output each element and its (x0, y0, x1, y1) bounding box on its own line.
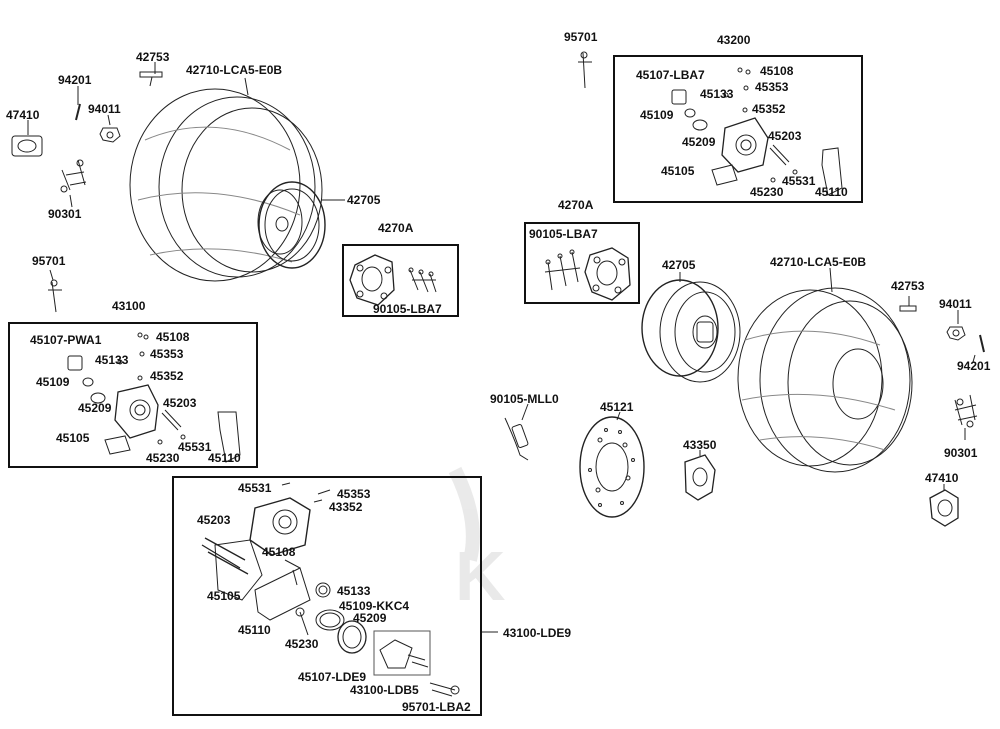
hub-left-box (342, 244, 459, 317)
label-valve-left: 42753 (136, 50, 170, 64)
label-hub-right-bolt: 90105-LBA7 (529, 227, 598, 241)
label-cl-11: 45110 (208, 451, 241, 465)
caliper-right-icon (671, 67, 843, 196)
label-bearing-left: 47410 (6, 108, 40, 122)
nut-right-icon (946, 326, 966, 341)
label-cr-0: 45107-LBA7 (636, 68, 705, 82)
cap-right-icon (979, 334, 985, 353)
label-detail-assembly: 43100-LDE9 (503, 626, 572, 640)
cap-icon (75, 103, 81, 121)
label-cap-right: 94201 (957, 359, 991, 373)
label-stud-right: 90301 (944, 446, 978, 460)
label-cl-7: 45203 (163, 396, 197, 410)
label-cd-3: 45203 (197, 513, 231, 527)
label-cap-left: 94201 (58, 73, 92, 87)
label-rim-left: 42705 (347, 193, 381, 207)
label-cr-7: 45209 (682, 135, 716, 149)
label-cl-2: 45133 (95, 353, 129, 367)
label-cl-9: 45531 (178, 440, 212, 454)
label-caliper-right-assembly: 43200 (717, 33, 751, 47)
label-cr-5: 45109 (640, 108, 674, 122)
label-cd-10: 45230 (285, 637, 319, 651)
bolt-right-icon (578, 51, 592, 89)
label-rim-right: 42705 (662, 258, 696, 272)
label-tire-left: 42710-LCA5-E0B (186, 63, 283, 77)
label-cl-5: 45352 (150, 369, 184, 383)
label-hub-left-assembly: 4270A (378, 221, 414, 235)
label-cr-2: 45133 (700, 87, 734, 101)
label-caliper-left-assembly: 43100 (112, 299, 146, 313)
label-cl-4: 45109 (36, 375, 70, 389)
label-cl-1: 45108 (156, 330, 190, 344)
rim-right-icon (641, 279, 741, 383)
tire-right-icon (737, 287, 913, 473)
label-valve-right: 42753 (891, 279, 925, 293)
label-cl-10: 45230 (146, 451, 180, 465)
stud-icon (60, 159, 87, 193)
caliper-right-box (613, 55, 863, 203)
label-hub-left-bolt: 90105-LBA7 (373, 302, 442, 316)
label-cd-1: 45353 (337, 487, 371, 501)
label-cd-5: 45105 (207, 589, 241, 603)
label-cr-11: 45110 (815, 185, 848, 199)
label-tire-right: 42710-LCA5-E0B (770, 255, 867, 269)
label-knuckle: 43350 (683, 438, 717, 452)
tire-left-icon (129, 88, 323, 282)
label-cd-6: 45133 (337, 584, 371, 598)
label-cr-9: 45531 (782, 174, 816, 188)
label-cd-0: 45531 (238, 481, 272, 495)
valve-right-icon (899, 296, 917, 312)
caliper-left-icon (67, 332, 241, 463)
hub-left-icon (349, 254, 395, 306)
label-nut-left: 94011 (88, 102, 121, 116)
nut-icon (99, 127, 121, 143)
bearing-right-icon (929, 489, 959, 527)
label-cd-4: 45108 (262, 545, 296, 559)
label-cd-9: 45110 (238, 623, 271, 637)
hub-bolts-icon (408, 267, 437, 293)
label-cl-0: 45107-PWA1 (30, 333, 102, 347)
label-bolt-left: 95701 (32, 254, 66, 268)
sensor-icon (504, 417, 529, 461)
label-cl-3: 45353 (150, 347, 184, 361)
label-cl-6: 45209 (78, 401, 112, 415)
label-stud-left: 90301 (48, 207, 82, 221)
label-cr-4: 45352 (752, 102, 786, 116)
label-bearing-right: 47410 (925, 471, 959, 485)
label-cd-7: 45109-KKC4 (339, 599, 410, 613)
label-cl-8: 45105 (56, 431, 90, 445)
rim-left-icon (257, 181, 326, 269)
valve-icon (139, 71, 163, 87)
label-sensor: 90105-MLL0 (490, 392, 559, 406)
label-cd-13: 95701-LBA2 (402, 700, 471, 714)
label-cd-8: 45209 (353, 611, 387, 625)
label-cr-1: 45108 (760, 64, 794, 78)
label-cr-3: 45353 (755, 80, 789, 94)
caliper-left-box (8, 322, 258, 468)
label-cr-6: 45203 (768, 129, 802, 143)
label-disc: 45121 (600, 400, 634, 414)
label-cr-8: 45105 (661, 164, 695, 178)
caliper-detail-icon (201, 482, 460, 697)
bolt-icon (48, 279, 62, 313)
knuckle-icon (684, 454, 716, 501)
label-cr-10: 45230 (750, 185, 784, 199)
label-bolt-right: 95701 (564, 30, 598, 44)
label-hub-right-assembly: 4270A (558, 198, 594, 212)
hub-right-box (524, 222, 640, 304)
brake-disc-icon (579, 416, 645, 518)
caliper-detail-box (172, 476, 482, 716)
label-cd-12: 43100-LDB5 (350, 683, 419, 697)
bearing-icon (11, 135, 43, 157)
label-cd-11: 45107-LDE9 (298, 670, 367, 684)
hub-right-icon (584, 247, 631, 301)
hub-right-bolts-icon (544, 249, 581, 291)
label-nut-right: 94011 (939, 297, 972, 311)
stud-right-icon (954, 394, 978, 428)
label-cd-2: 43352 (329, 500, 363, 514)
